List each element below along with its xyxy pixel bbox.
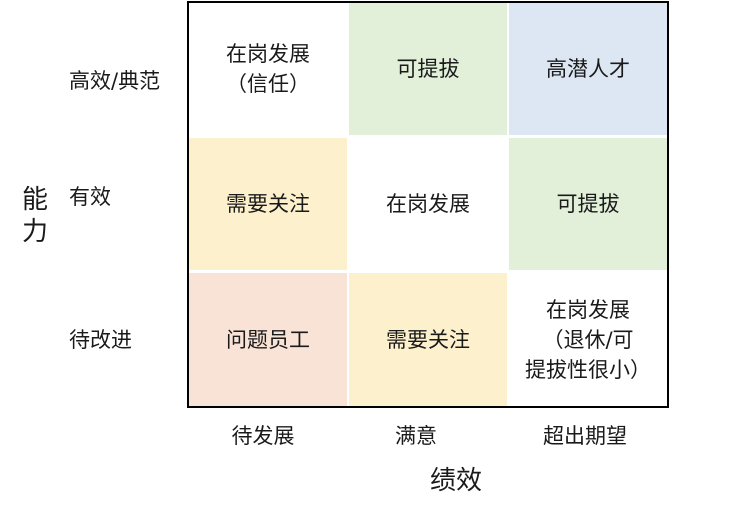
cell-r3-c3: 在岗发展 （退休/可 提拔性很小） (509, 273, 667, 406)
y-axis-title: 能力 (21, 185, 48, 247)
col-label-developing: 待发展 (231, 424, 295, 448)
row-label-effective: 有效 (69, 185, 111, 209)
cell-r3-c1: 问题员工 (189, 273, 347, 406)
x-axis-title: 绩效 (429, 466, 482, 496)
cell-r2-c1: 需要关注 (189, 138, 347, 270)
cell-r3-c2: 需要关注 (349, 273, 507, 406)
row-label-improve: 待改进 (69, 328, 132, 352)
col-label-exceeds: 超出期望 (543, 424, 627, 448)
col-label-satisfactory: 满意 (395, 424, 437, 448)
cell-r2-c3: 可提拔 (509, 138, 667, 270)
nine-box-grid: 在岗发展 （信任） 可提拔 高潜人才 需要关注 在岗发展 可提拔 问题员工 需要… (187, 1, 669, 408)
row-label-high: 高效/典范 (69, 69, 161, 93)
cell-r1-c2: 可提拔 (349, 3, 507, 135)
cell-r2-c2: 在岗发展 (349, 138, 507, 270)
cell-r1-c1: 在岗发展 （信任） (189, 3, 347, 135)
cell-r1-c3: 高潜人才 (509, 3, 667, 135)
